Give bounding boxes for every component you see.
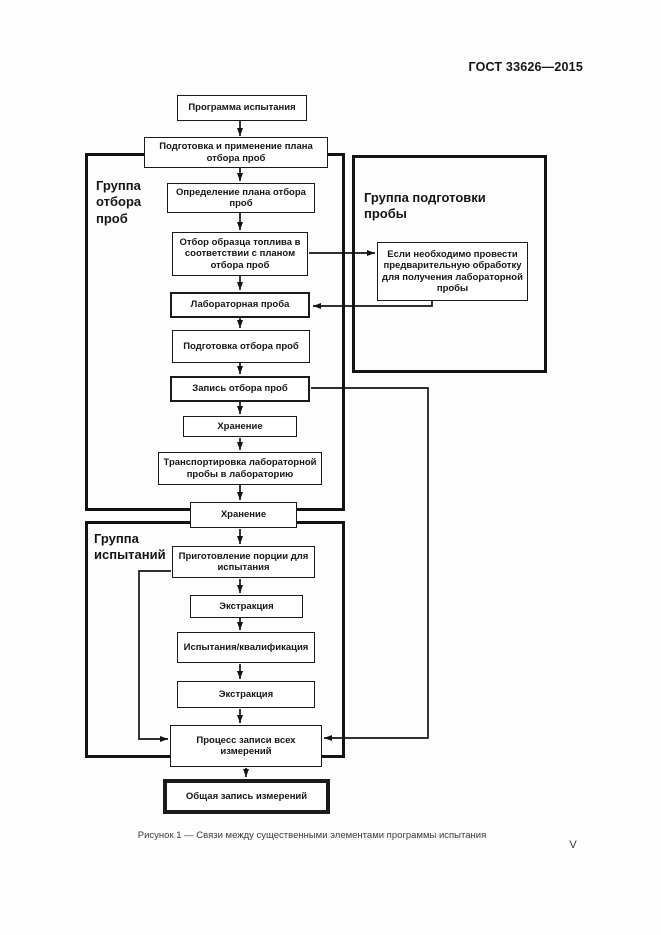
flow-arrow-record-loop-left (138, 570, 171, 742)
node-if-needed-preprocessing: Если необходимо провести предварительную… (377, 242, 528, 301)
node-lab-sample: Лабораторная проба (170, 292, 310, 318)
node-portion-prep: Приготовление порции для испытания (172, 546, 315, 578)
node-sampling-record: Запись отбора проб (170, 376, 310, 402)
document-number: ГОСТ 33626—2015 (468, 60, 583, 74)
flow-arrow-to-lab-sample (313, 301, 433, 309)
node-total-record: Общая запись измерений (163, 779, 330, 814)
node-transport: Транспортировка лабораторной пробы в лаб… (158, 452, 322, 485)
node-extraction-2: Экстракция (177, 681, 315, 708)
node-prep-sampling: Подготовка отбора проб (172, 330, 310, 363)
node-storage-1: Хранение (183, 416, 297, 437)
node-test-qualification: Испытания/квалификация (177, 632, 315, 663)
sampling-group-label: Группа отбора проб (96, 178, 142, 226)
sample-prep-group-label: Группа подготовки пробы (364, 190, 486, 222)
flow-arrow-record-loop-right (311, 387, 429, 741)
node-storage-2: Хранение (190, 502, 297, 528)
figure-caption: Рисунок 1 — Связи между существенными эл… (137, 830, 487, 841)
node-extraction-1: Экстракция (190, 595, 303, 618)
node-prep-plan: Подготовка и применение плана отбора про… (144, 137, 328, 168)
page-number: V (569, 839, 577, 851)
node-program: Программа испытания (177, 95, 307, 121)
node-record-process: Процесс записи всех измерений (170, 725, 322, 767)
sample-prep-group-frame (352, 155, 547, 373)
node-define-plan: Определение плана отбора проб (167, 183, 315, 213)
node-sample-selection: Отбор образца топлива в соответствии с п… (172, 232, 308, 276)
testing-group-label: Группа испытаний (94, 531, 166, 563)
